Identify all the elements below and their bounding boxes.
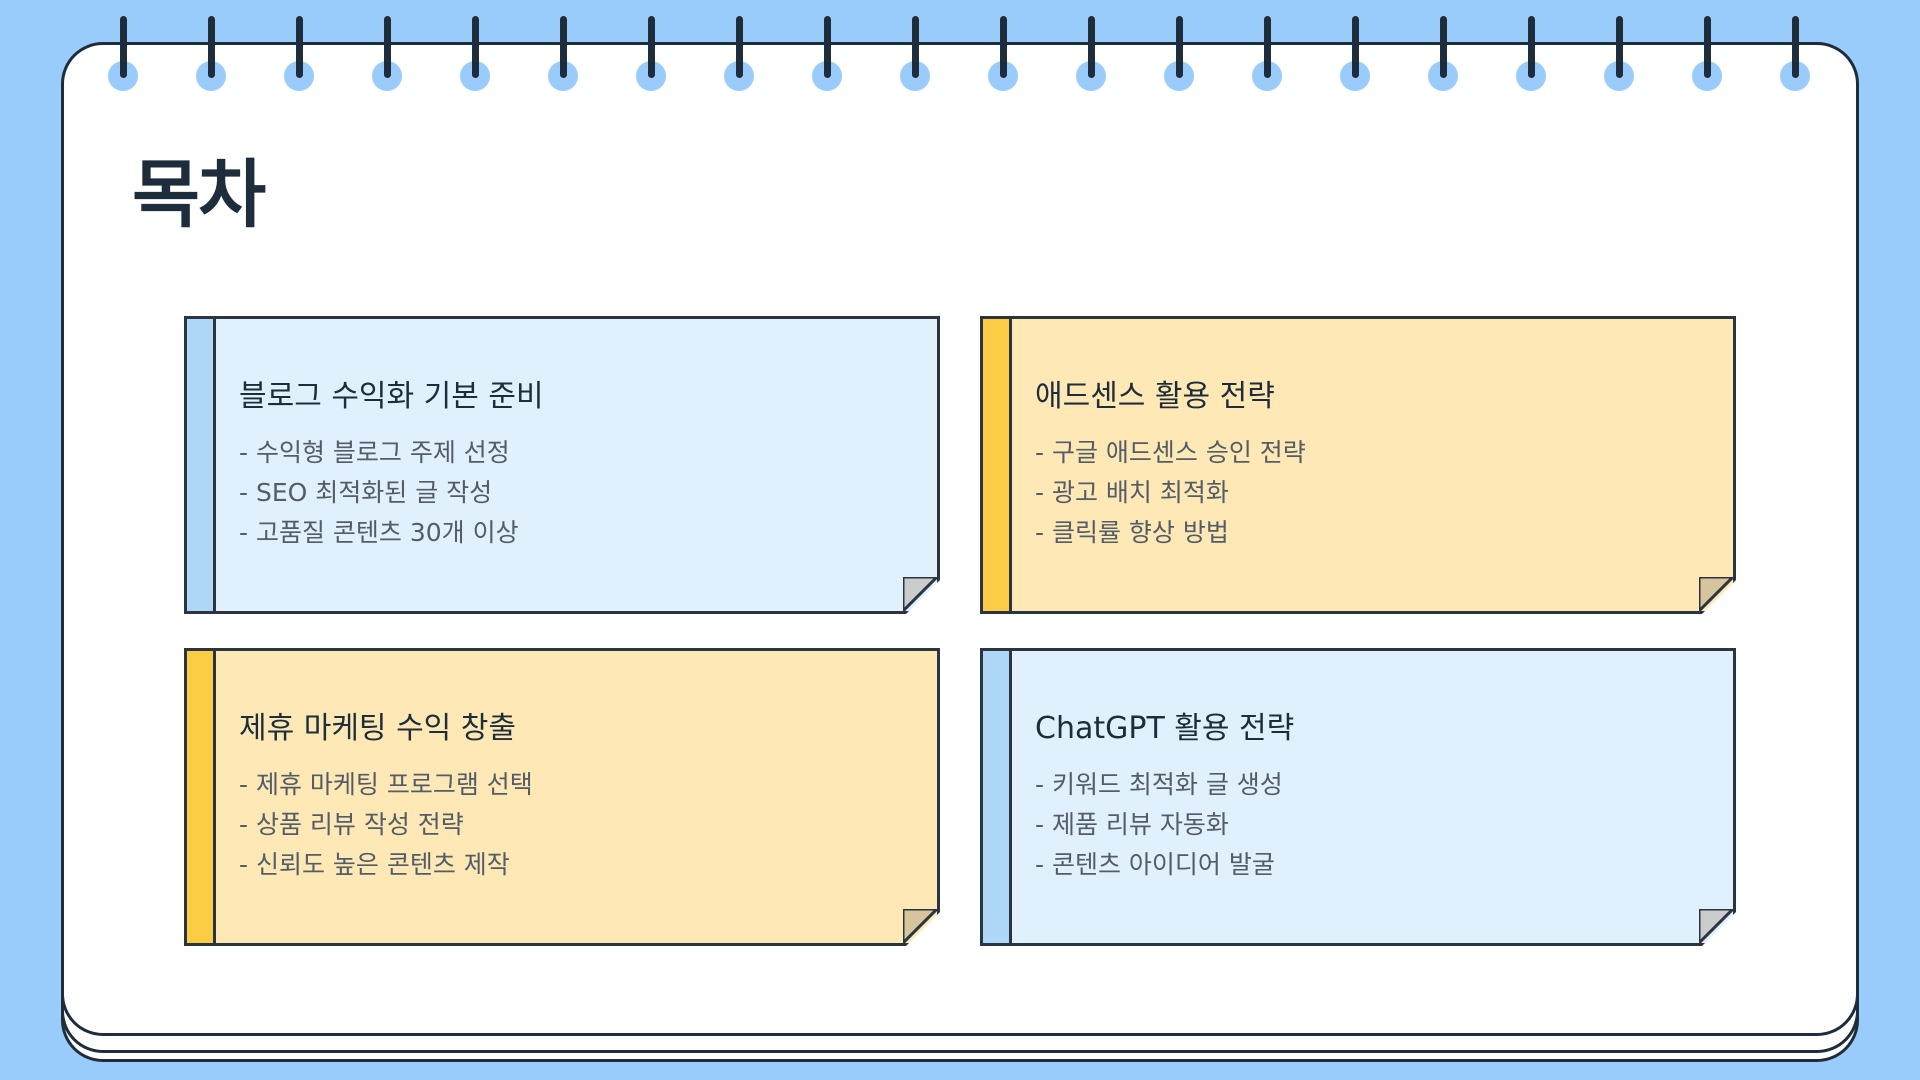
card-title: ChatGPT 활용 전략 bbox=[1035, 711, 1295, 746]
binding-ring bbox=[735, 16, 743, 78]
binding-ring bbox=[1527, 16, 1535, 78]
list-item: - 제품 리뷰 자동화 bbox=[1035, 810, 1229, 839]
binding-ring bbox=[1439, 16, 1447, 78]
list-item: - 광고 배치 최적화 bbox=[1035, 478, 1229, 507]
list-item: - 신뢰도 높은 콘텐츠 제작 bbox=[239, 850, 510, 879]
list-item: - 제휴 마케팅 프로그램 선택 bbox=[239, 770, 533, 799]
card-item-list: - 키워드 최적화 글 생성 - 제품 리뷰 자동화 - 콘텐츠 아이디어 발굴 bbox=[1035, 765, 1283, 885]
page-title: 목차 bbox=[132, 152, 266, 238]
binding-ring bbox=[1703, 16, 1711, 78]
list-item: - 고품질 콘텐츠 30개 이상 bbox=[239, 518, 519, 547]
binding-ring bbox=[1791, 16, 1799, 78]
card-adsense: 애드센스 활용 전략 - 구글 애드센스 승인 전략 - 광고 배치 최적화 -… bbox=[980, 316, 1736, 614]
binding-ring bbox=[207, 16, 215, 78]
binding-ring bbox=[647, 16, 655, 78]
card-item-list: - 수익형 블로그 주제 선정 - SEO 최적화된 글 작성 - 고품질 콘텐… bbox=[239, 433, 519, 553]
card-blog-basics: 블로그 수익화 기본 준비 - 수익형 블로그 주제 선정 - SEO 최적화된… bbox=[184, 316, 940, 614]
binding-ring bbox=[1615, 16, 1623, 78]
card-item-list: - 제휴 마케팅 프로그램 선택 - 상품 리뷰 작성 전략 - 신뢰도 높은 … bbox=[239, 765, 533, 885]
card-title: 제휴 마케팅 수익 창출 bbox=[239, 711, 517, 746]
page-fold-icon bbox=[1699, 909, 1733, 943]
card-title: 애드센스 활용 전략 bbox=[1035, 379, 1275, 414]
page-fold-icon bbox=[903, 577, 937, 611]
card-accent-stripe bbox=[983, 651, 1012, 943]
card-accent-stripe bbox=[187, 651, 216, 943]
binding-ring bbox=[383, 16, 391, 78]
list-item: - 클릭률 향상 방법 bbox=[1035, 518, 1229, 547]
binding-ring bbox=[1263, 16, 1271, 78]
card-accent-stripe bbox=[983, 319, 1012, 611]
binding-ring bbox=[1087, 16, 1095, 78]
list-item: - 상품 리뷰 작성 전략 bbox=[239, 810, 464, 839]
list-item: - 구글 애드센스 승인 전략 bbox=[1035, 438, 1306, 467]
binding-ring bbox=[119, 16, 127, 78]
card-affiliate: 제휴 마케팅 수익 창출 - 제휴 마케팅 프로그램 선택 - 상품 리뷰 작성… bbox=[184, 648, 940, 946]
binding-ring bbox=[911, 16, 919, 78]
binding-ring bbox=[1175, 16, 1183, 78]
binding-ring bbox=[559, 16, 567, 78]
list-item: - 콘텐츠 아이디어 발굴 bbox=[1035, 850, 1275, 879]
binding-ring bbox=[823, 16, 831, 78]
page-fold-icon bbox=[903, 909, 937, 943]
list-item: - SEO 최적화된 글 작성 bbox=[239, 478, 493, 507]
binding-ring bbox=[1351, 16, 1359, 78]
page-fold-icon bbox=[1699, 577, 1733, 611]
list-item: - 수익형 블로그 주제 선정 bbox=[239, 438, 510, 467]
card-item-list: - 구글 애드센스 승인 전략 - 광고 배치 최적화 - 클릭률 향상 방법 bbox=[1035, 433, 1306, 553]
card-accent-stripe bbox=[187, 319, 216, 611]
binding-ring bbox=[471, 16, 479, 78]
card-title: 블로그 수익화 기본 준비 bbox=[239, 379, 544, 414]
card-chatgpt: ChatGPT 활용 전략 - 키워드 최적화 글 생성 - 제품 리뷰 자동화… bbox=[980, 648, 1736, 946]
list-item: - 키워드 최적화 글 생성 bbox=[1035, 770, 1283, 799]
binding-ring bbox=[295, 16, 303, 78]
binding-ring bbox=[999, 16, 1007, 78]
